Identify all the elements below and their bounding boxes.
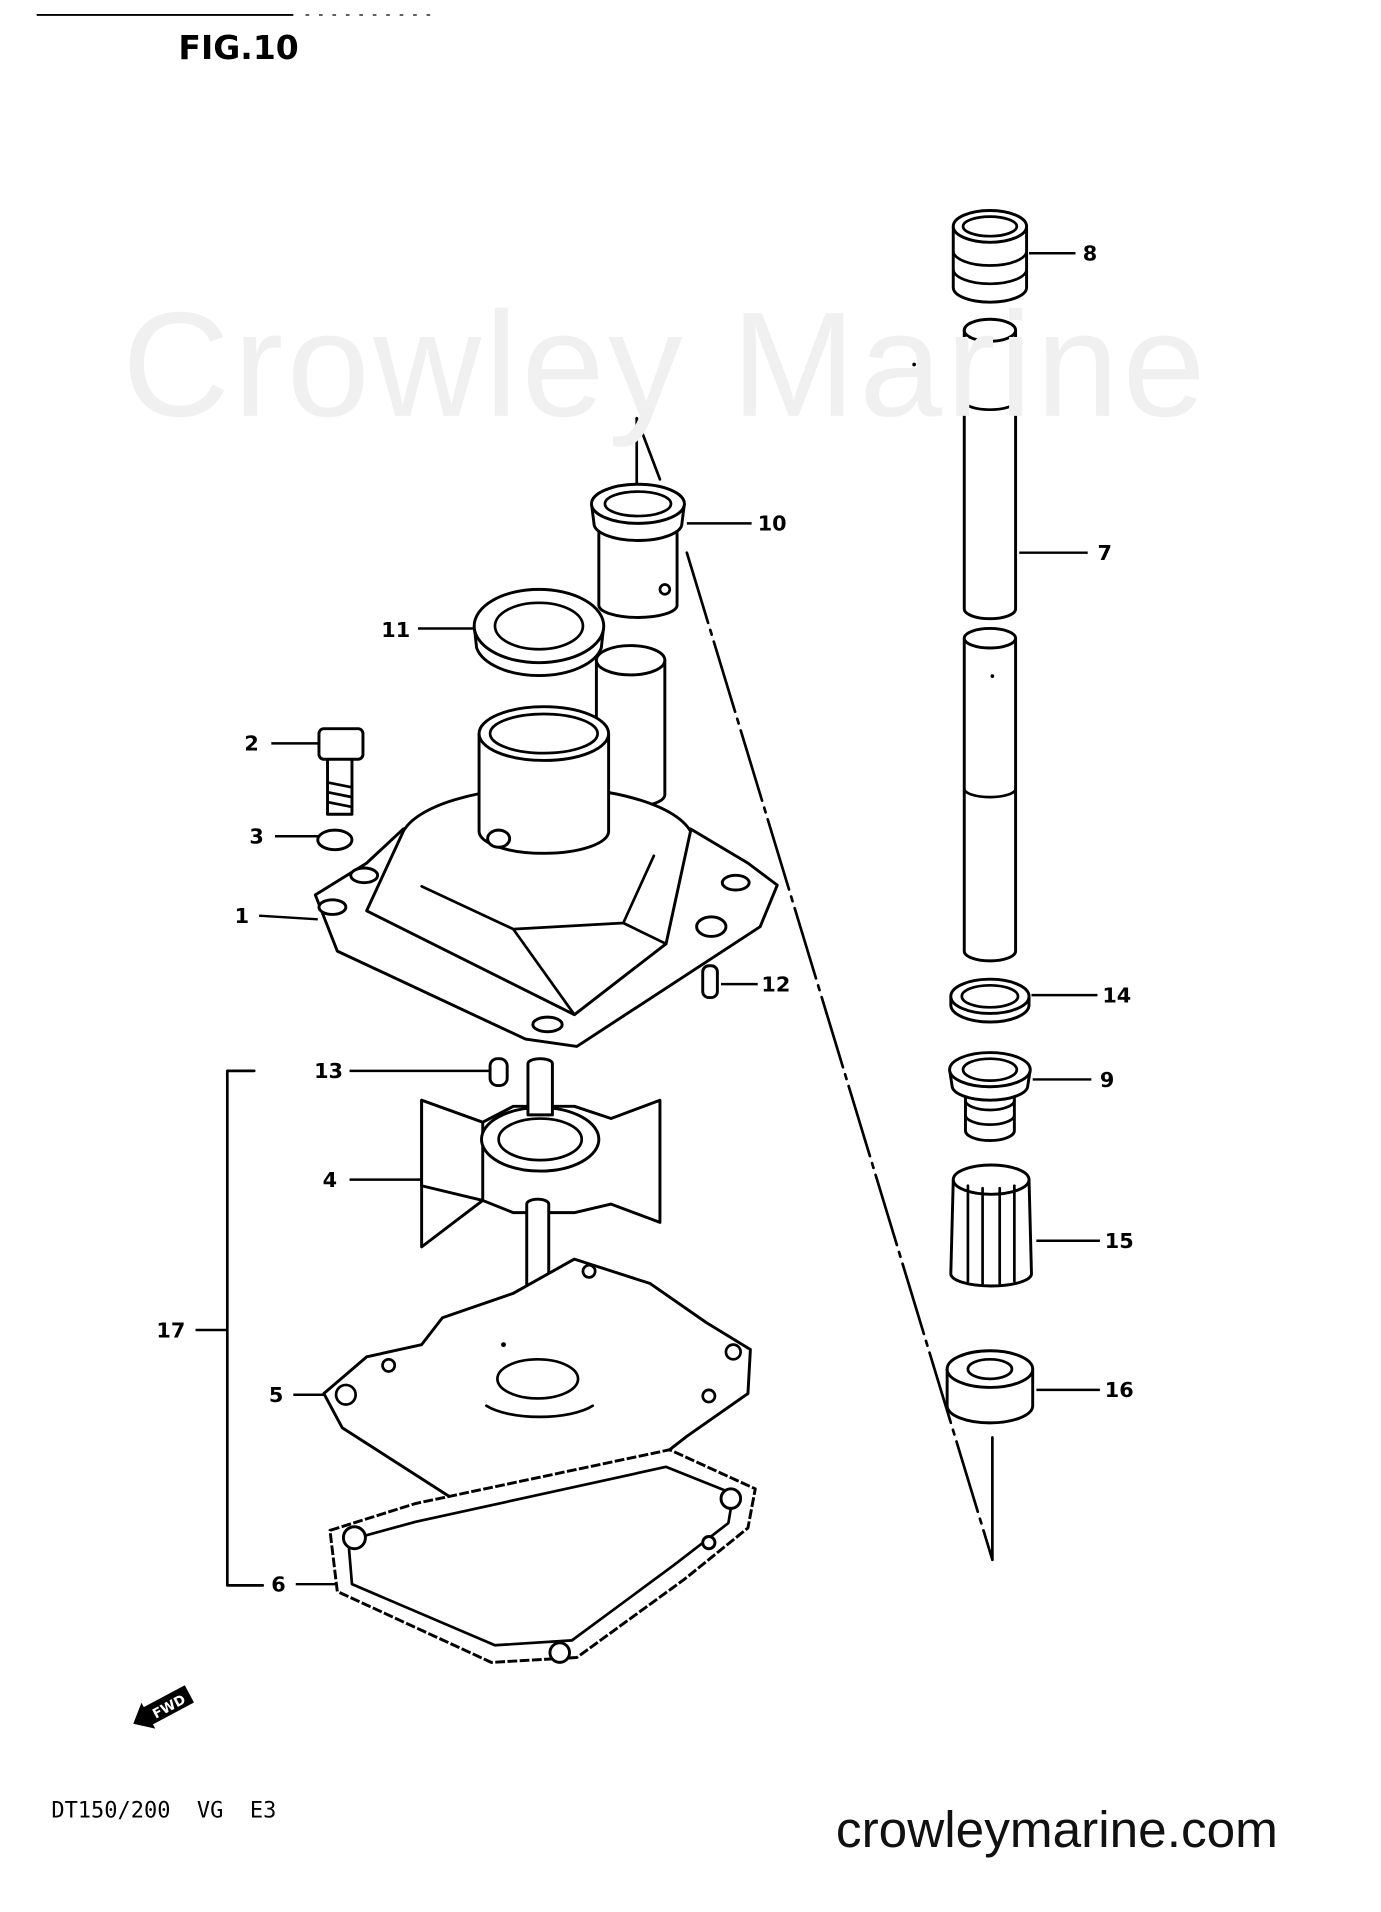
label-4: 4 bbox=[323, 1168, 337, 1192]
part-labels: 8 7 10 11 2 3 1 12 14 9 13 4 15 17 16 5 … bbox=[156, 242, 1133, 1597]
label-15: 15 bbox=[1105, 1229, 1134, 1253]
part-16-grommet bbox=[945, 1349, 1035, 1425]
part-2-bolt bbox=[317, 727, 365, 816]
part-9-bushing bbox=[948, 1051, 1032, 1142]
label-13: 13 bbox=[314, 1059, 343, 1083]
label-6: 6 bbox=[271, 1573, 285, 1597]
label-5: 5 bbox=[269, 1383, 283, 1407]
label-8: 8 bbox=[1083, 242, 1097, 266]
label-16: 16 bbox=[1105, 1378, 1134, 1402]
label-10: 10 bbox=[758, 512, 787, 536]
leader-lines bbox=[195, 252, 1100, 1586]
part-4-impeller bbox=[420, 1057, 662, 1303]
label-11: 11 bbox=[381, 618, 410, 642]
part-1-pump-case bbox=[313, 705, 779, 1048]
part-12-pin bbox=[701, 964, 719, 1000]
site-url[interactable]: crowleymarine.com bbox=[836, 1801, 1278, 1858]
figure-title: FIG.10 bbox=[178, 28, 298, 67]
bracket-17 bbox=[225, 1069, 265, 1587]
part-13-key bbox=[488, 1057, 509, 1088]
label-7: 7 bbox=[1097, 541, 1111, 565]
label-9: 9 bbox=[1100, 1068, 1114, 1092]
part-10-guide bbox=[590, 482, 686, 619]
part-14-ring bbox=[949, 977, 1031, 1024]
part-6-gasket bbox=[328, 1448, 757, 1664]
label-3: 3 bbox=[249, 825, 263, 849]
part-15-sleeve bbox=[949, 1163, 1033, 1288]
label-1: 1 bbox=[235, 904, 249, 928]
part-7-tube bbox=[962, 317, 1018, 963]
label-2: 2 bbox=[244, 732, 258, 756]
water-tube bbox=[594, 644, 667, 809]
label-12: 12 bbox=[761, 972, 790, 996]
part-8-seal bbox=[951, 209, 1029, 304]
label-17: 17 bbox=[156, 1318, 185, 1342]
part-11-seal bbox=[472, 587, 606, 677]
forward-arrow-icon: FWD bbox=[133, 1685, 194, 1729]
model-code: DT150/200 VG E3 bbox=[51, 1799, 276, 1824]
watermark: Crowley Marine bbox=[122, 281, 1209, 448]
label-14: 14 bbox=[1102, 983, 1131, 1007]
part-3-washer bbox=[316, 828, 354, 852]
